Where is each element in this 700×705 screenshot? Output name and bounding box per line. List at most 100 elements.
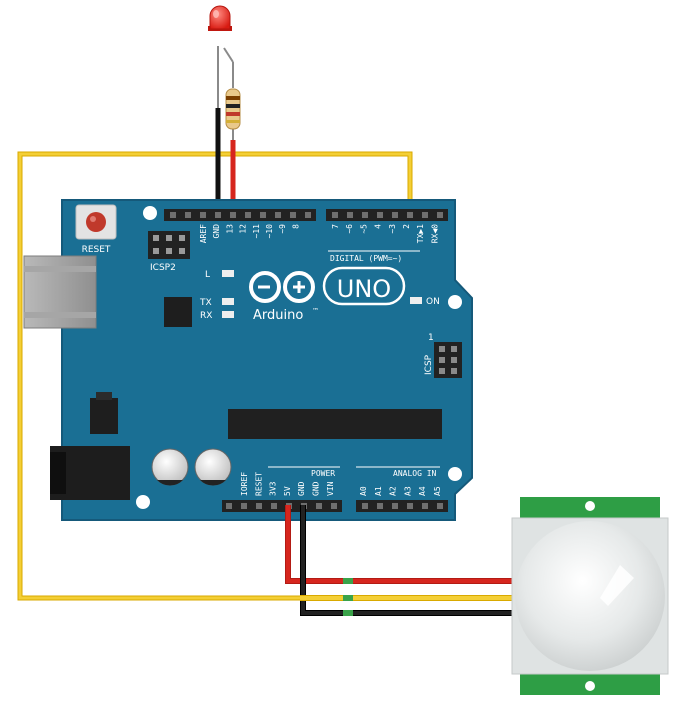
reset-button: RESET — [75, 204, 117, 255]
led-l-label: L — [205, 270, 210, 280]
atmega-chip — [228, 409, 442, 439]
header-pin — [245, 212, 251, 218]
svg-text:™: ™ — [312, 307, 319, 315]
header-pin — [331, 503, 337, 509]
header-pin — [256, 503, 262, 509]
pin-label: ~3 — [388, 224, 397, 234]
resistor — [225, 88, 241, 130]
usb-connector — [23, 255, 97, 329]
power-header — [222, 500, 342, 512]
header-pin — [316, 503, 322, 509]
header-pin — [275, 212, 281, 218]
header-pin — [241, 503, 247, 509]
pin-label: IOREF — [240, 472, 249, 496]
pin-label: A3 — [403, 486, 412, 496]
top-header-right — [326, 209, 448, 221]
mount-hole — [143, 206, 157, 220]
voltage-regulator — [90, 392, 118, 434]
power-pin-labels: IOREF RESET 3V3 5V GND GND VIN — [240, 472, 335, 496]
board-status-leds: L TX RX ON — [199, 270, 440, 321]
pin-label: 7 — [331, 224, 340, 229]
pin-label: A5 — [433, 486, 442, 496]
top-right-pin-labels: 7 ~6 ~5 4 ~3 2 TX▶1 RX◀0 — [331, 224, 439, 243]
pin-label: 2 — [402, 224, 411, 229]
capacitors — [151, 448, 232, 486]
power-jack — [50, 446, 130, 500]
header-pin — [290, 212, 296, 218]
pin-label: ~6 — [345, 224, 354, 234]
mount-hole — [448, 295, 462, 309]
arduino-logo: UNO Arduino ™ — [249, 266, 406, 323]
icsp2-label: ICSP2 — [150, 263, 176, 273]
yellow-signal-wire — [17, 151, 413, 601]
header-pin — [230, 212, 236, 218]
arduino-uno-board — [61, 199, 473, 521]
pin-label: ~5 — [359, 224, 368, 234]
pin-label: 4 — [374, 224, 383, 229]
header-pin — [260, 212, 266, 218]
analog-header — [356, 500, 448, 512]
led-tx-label: TX — [199, 298, 212, 308]
header-pin — [215, 212, 221, 218]
pin-label: RX◀0 — [430, 224, 439, 243]
icsp2-header: ICSP2 — [148, 231, 190, 273]
power-label: POWER — [311, 469, 335, 478]
header-pin — [347, 212, 353, 218]
sensor-wires — [285, 505, 520, 616]
pin-label: A1 — [374, 486, 383, 496]
analog-label: ANALOG IN — [393, 469, 437, 478]
header-pin — [422, 503, 428, 509]
header-pin — [170, 212, 176, 218]
pin-label: 12 — [239, 224, 248, 234]
mount-hole — [448, 467, 462, 481]
pin-label: GND — [312, 481, 321, 496]
red-led — [208, 5, 232, 31]
header-pin — [271, 503, 277, 509]
top-header-left — [164, 209, 316, 221]
dome-highlight — [600, 565, 634, 606]
model-label: UNO — [337, 275, 391, 303]
pin-label: ~10 — [265, 224, 274, 239]
header-pin — [332, 212, 338, 218]
pin-label: A0 — [359, 486, 368, 496]
digital-label: DIGITAL (PWM=~) — [330, 254, 402, 263]
icsp-label: ICSP — [424, 354, 434, 375]
header-pin — [200, 212, 206, 218]
pin-label: VIN — [326, 481, 335, 496]
pir-sensor — [511, 497, 669, 695]
on-label: ON — [426, 297, 440, 307]
header-pin — [392, 212, 398, 218]
header-pin — [422, 212, 428, 218]
header-pin — [377, 212, 383, 218]
reset-label: RESET — [82, 245, 111, 255]
pin-label: AREF — [199, 224, 208, 243]
pin-label: 5V — [283, 486, 292, 496]
pin-label: A2 — [389, 486, 398, 496]
pin-label: RESET — [254, 472, 263, 496]
led-wires — [215, 46, 236, 217]
header-pin — [305, 212, 311, 218]
header-pin — [185, 212, 191, 218]
icsp-header: 1 ICSP — [424, 333, 462, 378]
usb-chip — [164, 297, 192, 327]
brand-label: Arduino — [253, 308, 303, 323]
header-pin — [437, 212, 443, 218]
mount-hole — [136, 495, 150, 509]
pin-label: ~11 — [252, 224, 261, 239]
pin-label: 13 — [225, 224, 234, 234]
pin-label: GND — [212, 224, 221, 239]
pin-label: 3V3 — [269, 481, 278, 496]
pin-label: GND — [297, 481, 306, 496]
header-pin — [437, 503, 443, 509]
header-pin — [362, 212, 368, 218]
pin-label: 8 — [291, 224, 300, 229]
pin-label: ~9 — [278, 224, 287, 234]
header-pin — [407, 212, 413, 218]
top-left-pin-labels: AREF GND 13 12 ~11 ~10 ~9 8 — [199, 224, 300, 243]
header-pin — [226, 503, 232, 509]
header-pin — [392, 503, 398, 509]
pin-label: TX▶1 — [416, 224, 425, 243]
